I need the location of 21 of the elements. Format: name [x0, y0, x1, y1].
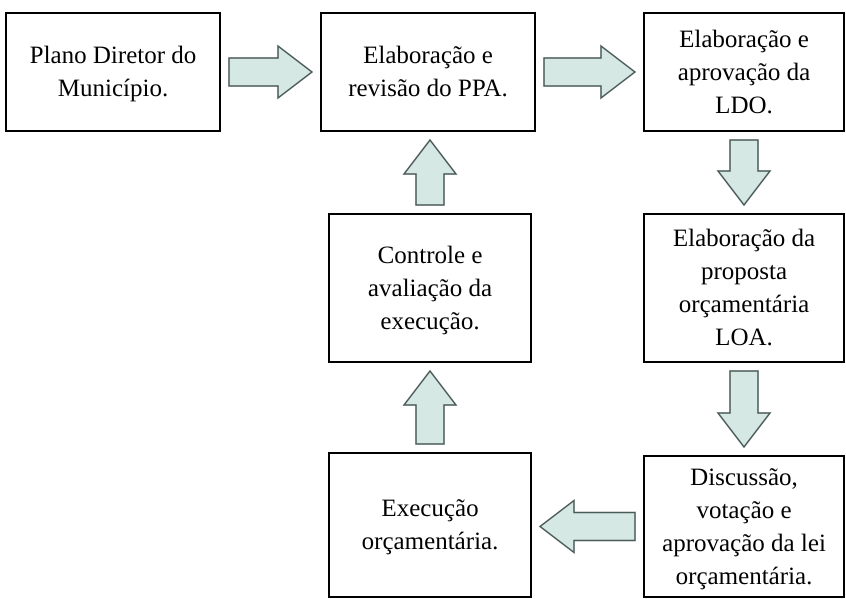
- block-arrow: [716, 139, 772, 206]
- block-arrow: [228, 44, 314, 100]
- process-box: [5, 12, 221, 132]
- process-box: [643, 455, 845, 598]
- process-box: [328, 213, 532, 363]
- box-text: Elaboração e aprovação da LDO.: [676, 24, 812, 120]
- block-arrow: [402, 138, 458, 206]
- box-text: Elaboração da proposta orçamentária LOA.: [672, 224, 816, 353]
- block-arrow: [716, 370, 772, 448]
- block-arrow: [402, 370, 458, 445]
- box-text: Elaboração e revisão do PPA.: [347, 41, 509, 104]
- process-box: [643, 12, 845, 132]
- box-text: Discussão, votação e aprovação da lei orçamentária.: [661, 462, 827, 592]
- process-box: [643, 213, 845, 363]
- process-box: [328, 452, 532, 598]
- box-text: Controle e avaliação da execução.: [366, 240, 494, 336]
- block-arrow: [543, 44, 636, 100]
- block-arrow: [538, 498, 636, 554]
- process-box: [320, 12, 536, 132]
- box-text: Execução orçamentária.: [360, 494, 500, 557]
- box-text: Plano Diretor do Município.: [28, 41, 198, 104]
